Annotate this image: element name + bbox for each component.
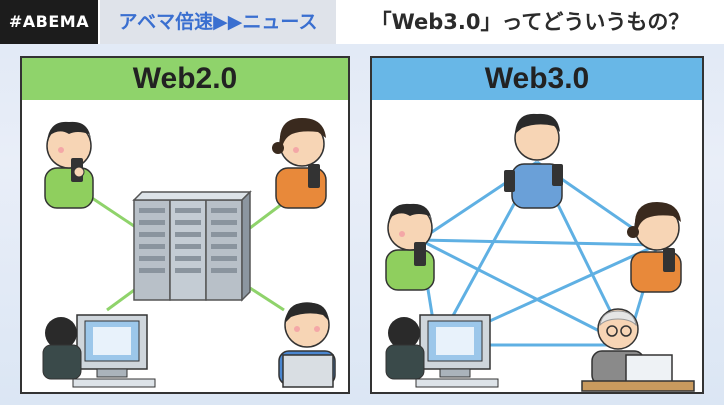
web2-diagram	[42, 118, 336, 388]
brand-logo: #ABEMA	[0, 0, 98, 44]
top-bar: #ABEMA アベマ倍速▶▶ニュース 「Web3.0」ってどういうもの？	[0, 0, 724, 44]
desktop-computer-user-icon	[42, 314, 156, 388]
smartphone-user-icon	[44, 121, 94, 209]
section-label: アベマ倍速▶▶ニュース	[100, 0, 336, 44]
link-server-pc-user	[106, 286, 138, 312]
link-left-right	[419, 238, 658, 247]
web2-panel: Web2.0	[20, 56, 350, 394]
elderly-laptop-user-icon	[581, 308, 695, 392]
desktop-computer-user-icon	[385, 314, 499, 388]
headline: 「Web3.0」ってどういうもの？	[336, 0, 724, 44]
smartphone-user-woman-icon	[627, 202, 682, 293]
link-server-laptop-user	[249, 286, 285, 312]
web3-title: Web3.0	[372, 58, 702, 100]
smartphone-user-woman-icon	[272, 118, 327, 209]
laptop-user-icon	[278, 302, 336, 388]
smartphone-user-icon	[385, 203, 435, 291]
link-server-user1	[91, 196, 138, 230]
two-phones-user-icon	[504, 113, 563, 209]
web3-diagram	[385, 113, 695, 392]
web2-title: Web2.0	[22, 58, 348, 100]
server-rack-icon	[132, 190, 252, 302]
link-left-elder	[419, 238, 628, 347]
web3-panel: Web3.0	[370, 56, 704, 394]
